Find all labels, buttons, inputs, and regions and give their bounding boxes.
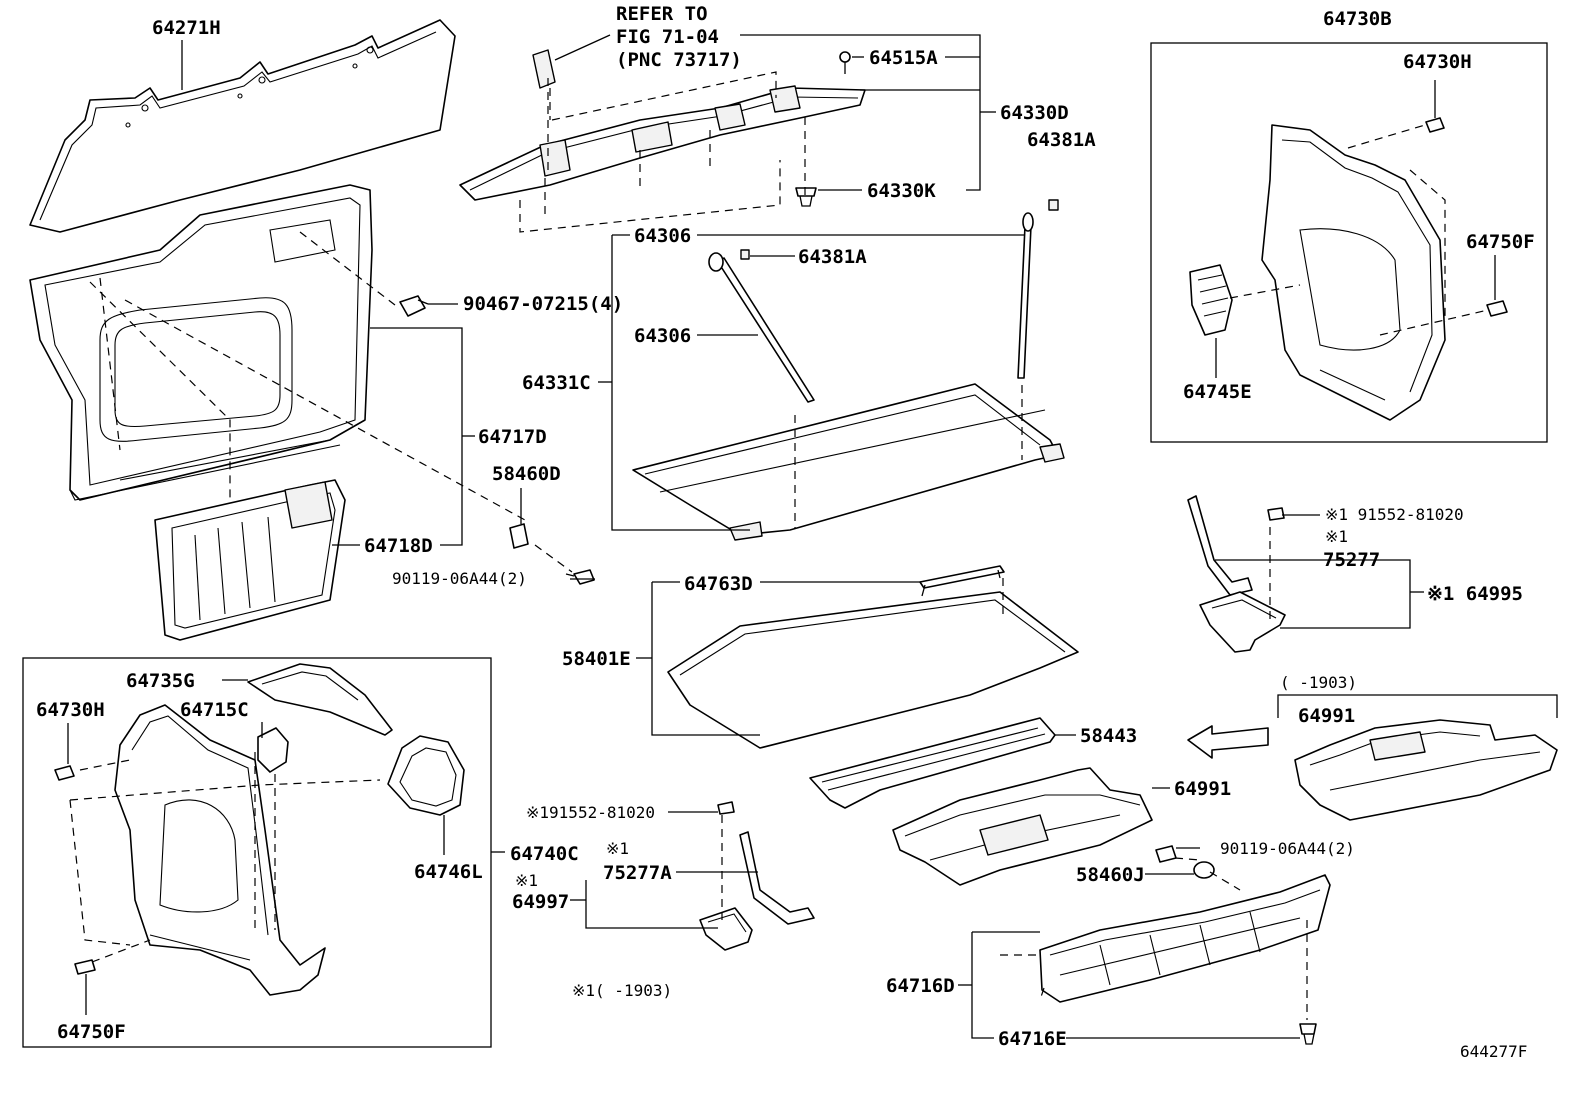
bracket-refer xyxy=(532,49,556,89)
label-64716E: 64716E xyxy=(998,1028,1067,1050)
label-64997: 64997 xyxy=(512,891,569,913)
label-58401E: 58401E xyxy=(562,648,631,670)
label-64991-mid: 64991 xyxy=(1174,778,1231,800)
part-64763D-strip xyxy=(919,565,1005,597)
label-64330D: 64330D xyxy=(1000,102,1069,124)
part-64745E-grille xyxy=(1189,264,1233,336)
label-58460J: 58460J xyxy=(1076,864,1145,886)
label-64515A: 64515A xyxy=(869,47,938,69)
part-64991-tray-mid xyxy=(892,767,1153,886)
label-64746L: 64746L xyxy=(414,861,483,883)
clip-64381A-top xyxy=(1048,199,1059,211)
label-64715C: 64715C xyxy=(180,699,249,721)
label-64997-mark: ※1 xyxy=(515,871,538,890)
part-64735G-cover xyxy=(247,663,393,736)
label-64716D: 64716D xyxy=(886,975,955,997)
label-91552-right: ※1 91552-81020 xyxy=(1325,505,1464,524)
label-64717D: 64717D xyxy=(478,426,547,448)
label-58460D: 58460D xyxy=(492,463,561,485)
part-labels: 64271H REFER TO FIG 71-04 (PNC 73717) 64… xyxy=(36,3,1535,1061)
inset-bracket xyxy=(1277,694,1558,718)
label-64381A-top: 64381A xyxy=(1027,129,1096,151)
label-refer-line1: REFER TO xyxy=(616,3,708,25)
guide-lines xyxy=(69,71,1489,1020)
label-64381A-mid: 64381A xyxy=(798,246,867,268)
label-64330K: 64330K xyxy=(867,180,936,202)
part-58401E-mat xyxy=(667,591,1079,749)
label-75277A: 75277A xyxy=(603,862,672,884)
screw-64515A xyxy=(839,51,851,74)
label-75277A-mark: ※1 xyxy=(606,839,629,858)
nut-58460D xyxy=(509,523,529,549)
clip-64750F-left xyxy=(74,959,96,975)
label-90467: 90467-07215(4) xyxy=(463,293,623,315)
direction-arrow xyxy=(1187,725,1269,759)
part-64717D-board xyxy=(29,184,373,501)
part-64716D-trim xyxy=(1039,874,1331,1003)
label-64995: ※1 64995 xyxy=(1427,583,1523,605)
label-64763D: 64763D xyxy=(684,573,753,595)
part-64730B-trim-right xyxy=(1261,124,1446,421)
label-75277-mark: ※1 xyxy=(1325,527,1348,546)
label-64735G: 64735G xyxy=(126,670,195,692)
part-64995-bracket xyxy=(1187,495,1286,653)
label-range-right: ( -1903) xyxy=(1280,673,1357,692)
label-90119-right: 90119-06A44(2) xyxy=(1220,839,1355,858)
clip-64330K xyxy=(795,187,817,207)
label-figure-code: 644277F xyxy=(1460,1042,1527,1061)
part-64740C-trim-left xyxy=(114,704,326,996)
clip-64750F-right xyxy=(1486,300,1508,317)
label-refer-line3: (PNC 73717) xyxy=(616,49,742,71)
label-64306-mid: 64306 xyxy=(634,325,691,347)
label-footnote: ※1( -1903) xyxy=(572,981,672,1000)
part-64271H-panel xyxy=(29,19,456,233)
part-64718D-trim xyxy=(154,479,346,641)
nut-58460J xyxy=(1193,861,1215,879)
label-90119-left: 90119-06A44(2) xyxy=(392,569,527,588)
label-64730H-left: 64730H xyxy=(36,699,105,721)
label-58443: 58443 xyxy=(1080,725,1137,747)
label-64730H-right: 64730H xyxy=(1403,51,1472,73)
bolt-90119-right xyxy=(1155,845,1177,863)
label-64730B: 64730B xyxy=(1323,8,1392,30)
label-75277: 75277 xyxy=(1323,549,1380,571)
part-64331C-cover xyxy=(632,383,1065,541)
clip-64730H-left xyxy=(54,765,75,781)
label-64271H: 64271H xyxy=(152,17,221,39)
label-refer-line2: FIG 71-04 xyxy=(616,26,719,48)
label-64750F-right: 64750F xyxy=(1466,231,1535,253)
part-64746L-grille xyxy=(387,735,465,816)
label-64745E: 64745E xyxy=(1183,381,1252,403)
label-64750F-left: 64750F xyxy=(57,1021,126,1043)
clip-64730H-right xyxy=(1425,117,1445,133)
part-64715C-lid xyxy=(257,727,289,773)
part-64997-bracket xyxy=(699,801,815,951)
part-64330D-rail xyxy=(459,85,866,201)
label-91552-left: ※191552-81020 xyxy=(526,803,655,822)
label-64718D: 64718D xyxy=(364,535,433,557)
label-64991-right: 64991 xyxy=(1298,705,1355,727)
clip-64381A-mid xyxy=(740,249,750,260)
rod-64306-left xyxy=(708,252,815,403)
part-64991-tray-right xyxy=(1294,719,1558,821)
label-64331C: 64331C xyxy=(522,372,591,394)
label-64306-top: 64306 xyxy=(634,225,691,247)
rod-64306-right xyxy=(1017,212,1034,379)
bolt-90119-left xyxy=(565,569,595,585)
part-58443-strip xyxy=(809,717,1056,809)
box-64730B xyxy=(1150,42,1548,443)
label-64740C: 64740C xyxy=(510,843,579,865)
clip-90467 xyxy=(399,295,429,317)
clip-64716E xyxy=(1299,1023,1317,1045)
